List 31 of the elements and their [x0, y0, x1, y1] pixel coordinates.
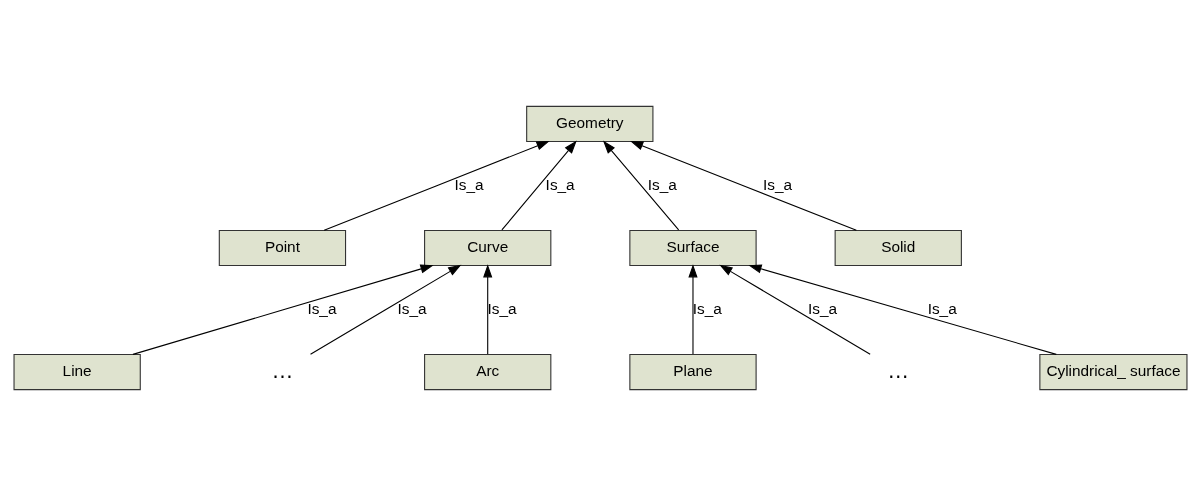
- arrow: [483, 263, 493, 355]
- arrow: [630, 140, 857, 231]
- node-box: Surface: [629, 229, 757, 266]
- edge-label: Is_a: [397, 299, 427, 317]
- node-box: Curve: [424, 229, 552, 266]
- arrow: [688, 263, 698, 355]
- node-box: Arc: [424, 353, 552, 390]
- edge-label: Is_a: [692, 299, 722, 317]
- arrow: [719, 264, 871, 355]
- node-text: …: [271, 357, 294, 383]
- edge-label: Is_a: [545, 175, 575, 193]
- edge-label: Is_a: [647, 175, 677, 193]
- arrow: [310, 264, 462, 355]
- node-box: Line: [13, 353, 141, 390]
- arrow: [132, 263, 434, 355]
- edge-label: Is_a: [454, 175, 484, 193]
- edge-label: Is_a: [487, 299, 517, 317]
- edge-label: Is_a: [808, 299, 838, 317]
- node-box: Plane: [629, 353, 757, 390]
- node-text: …: [887, 357, 910, 383]
- edge-label: Is_a: [762, 175, 793, 193]
- edge-label: Is_a: [307, 299, 337, 317]
- node-box: Geometry: [526, 105, 654, 142]
- arrow: [602, 140, 680, 230]
- arrow: [748, 263, 1057, 355]
- edge-label: Is_a: [927, 299, 957, 317]
- node-box: Solid: [834, 229, 962, 266]
- node-box: Point: [218, 229, 347, 266]
- arrow: [501, 140, 577, 230]
- arrow: [323, 140, 550, 231]
- node-box: Cylindrical_ surface: [1039, 353, 1188, 390]
